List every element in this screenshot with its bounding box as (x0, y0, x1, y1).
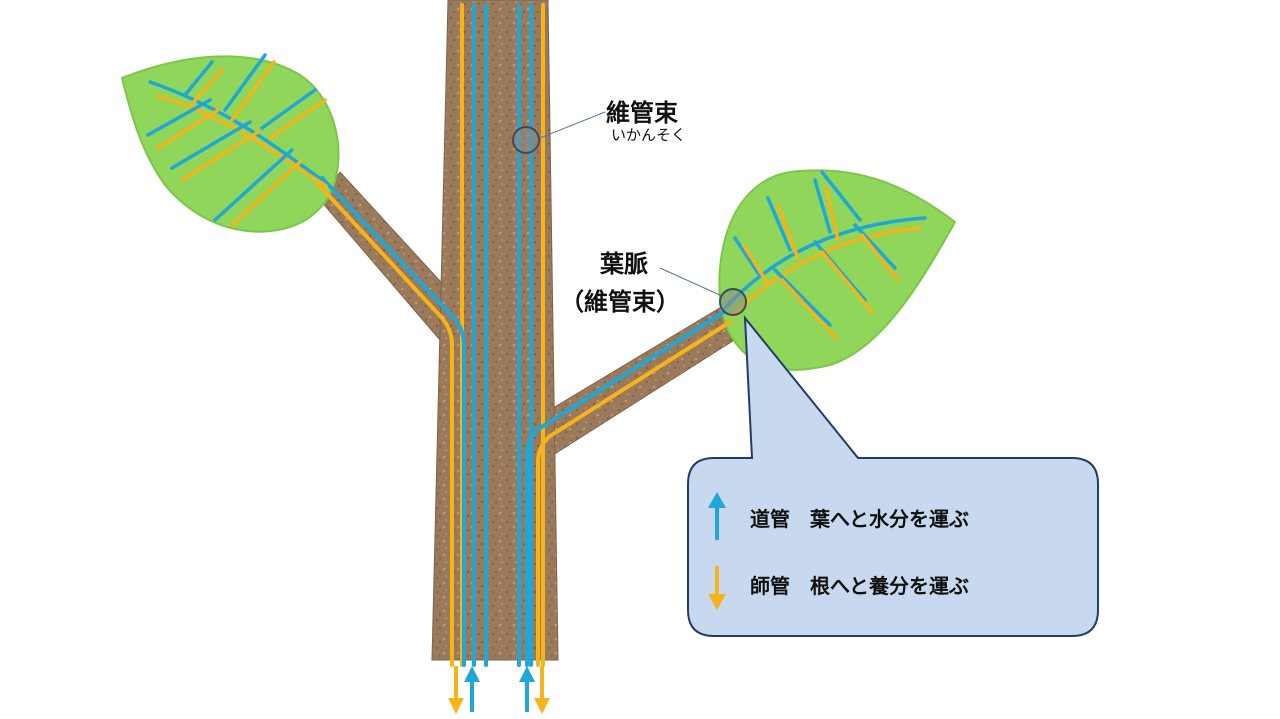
arrow-up-icon (708, 492, 726, 540)
leaf-vein-label: 葉脈 (600, 250, 648, 278)
vascular-bundle-reading-label: いかんそく (611, 126, 687, 144)
vascular-bundle-marker (512, 126, 540, 154)
arrow-up-icon (464, 666, 480, 712)
leaf-vein-sub-label: （維管束） (560, 288, 680, 316)
arrow-up-icon (519, 666, 535, 712)
right-leaf-veins (723, 170, 927, 340)
leaf-vein-leader-line (659, 267, 723, 297)
vascular-bundle-leader-line (539, 111, 606, 139)
legend-phloem-text: 師管 根へと養分を運ぶ (750, 574, 969, 598)
bottom-flow-arrows (448, 666, 550, 714)
arrow-down-icon (448, 666, 464, 714)
right-branch-vascular-lines (525, 310, 732, 667)
left-branch-vascular-lines (316, 176, 466, 667)
vascular-bundle-label: 維管束 (606, 99, 678, 127)
legend-callout (687, 314, 1099, 637)
leaf-vein-marker (719, 288, 747, 316)
arrow-down-icon (708, 566, 726, 610)
legend-xylem-text: 道管 葉へと水分を運ぶ (750, 507, 969, 531)
arrow-down-icon (534, 666, 550, 714)
left-leaf-veins (146, 53, 328, 227)
right-branch (552, 302, 743, 456)
